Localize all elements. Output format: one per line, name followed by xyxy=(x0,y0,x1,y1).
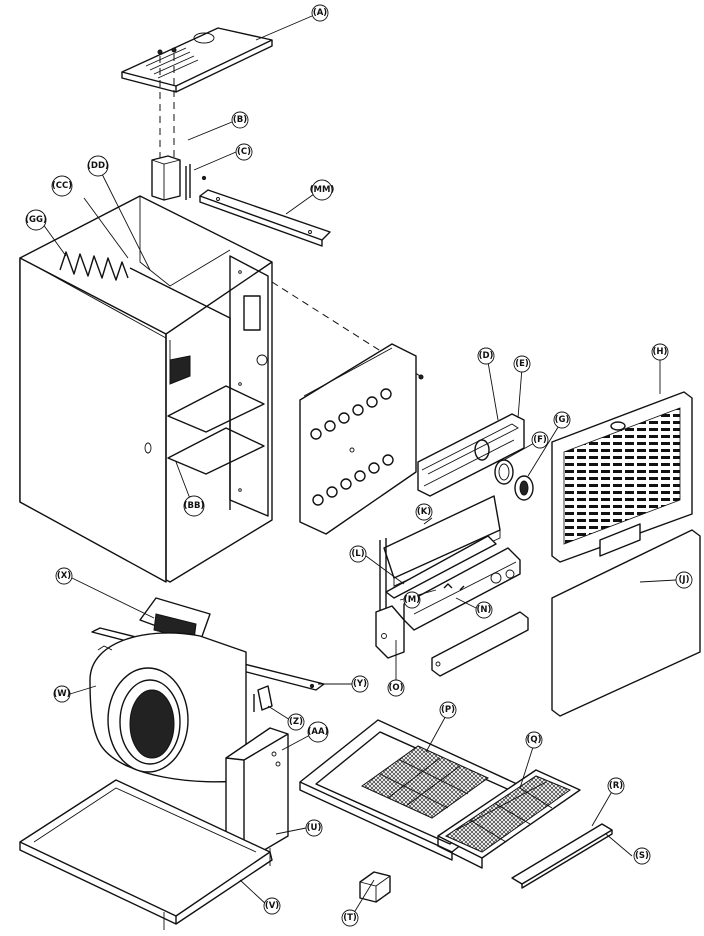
callout-y-label: (Y) xyxy=(353,679,367,689)
callout-e: (E) xyxy=(513,355,531,373)
callout-r-label: (R) xyxy=(609,781,623,791)
callout-s-label: (S) xyxy=(635,851,649,861)
callout-m-label: (M) xyxy=(404,595,420,605)
blower-housing-part-w xyxy=(89,632,247,783)
callout-m: (M) xyxy=(403,591,421,609)
callout-c-label: (C) xyxy=(237,147,251,157)
callout-h: (H) xyxy=(651,343,669,361)
callout-cc-label: (CC) xyxy=(52,181,72,191)
bracket-part-t xyxy=(359,871,391,903)
callout-a: (A) xyxy=(311,4,329,22)
rail-part-mm xyxy=(199,189,331,247)
top-panel-part-a xyxy=(121,27,273,93)
callout-o-label: (O) xyxy=(389,683,404,693)
callout-j-label: (J) xyxy=(679,575,690,585)
callout-mm-label: (MM) xyxy=(310,185,335,195)
callout-gg-label: (GG) xyxy=(25,215,47,225)
callout-l: (L) xyxy=(349,545,367,563)
callout-b: (B) xyxy=(231,111,249,129)
callout-mm: (MM) xyxy=(310,179,335,201)
callout-x-label: (X) xyxy=(57,571,71,581)
callout-f: (F) xyxy=(531,431,549,449)
callout-n-label: (N) xyxy=(477,605,492,615)
callout-q-label: (Q) xyxy=(527,735,542,745)
clip-part-z xyxy=(253,685,273,712)
callout-w-label: (W) xyxy=(53,689,70,699)
callout-bb: (BB) xyxy=(183,495,205,517)
callout-r: (R) xyxy=(607,777,625,795)
grille-door-part-h xyxy=(551,391,693,563)
callout-e-label: (E) xyxy=(515,359,529,369)
callout-o: (O) xyxy=(387,679,405,697)
callout-s: (S) xyxy=(633,847,651,865)
callout-v: (V) xyxy=(263,897,281,915)
callout-q: (Q) xyxy=(525,731,543,749)
collector-box-part-d xyxy=(417,413,525,497)
callout-j: (J) xyxy=(675,571,693,589)
callout-t-label: (T) xyxy=(343,913,357,923)
callout-f-label: (F) xyxy=(533,435,547,445)
callout-z: (Z) xyxy=(287,713,305,731)
callout-k: (K) xyxy=(415,503,433,521)
callout-t: (T) xyxy=(341,909,359,927)
callout-dd: (DD) xyxy=(87,155,109,177)
callout-p-label: (P) xyxy=(441,705,455,715)
cabinet xyxy=(19,195,273,583)
callout-l-label: (L) xyxy=(351,549,364,559)
callout-g-label: (G) xyxy=(555,415,570,425)
callout-k-label: (K) xyxy=(417,507,431,517)
burner-port-row xyxy=(310,388,394,506)
callout-b-label: (B) xyxy=(233,115,247,125)
callout-x: (X) xyxy=(55,567,73,585)
bracket-part-b xyxy=(151,155,207,201)
callout-p: (P) xyxy=(439,701,457,719)
callout-d-label: (D) xyxy=(479,351,494,361)
callout-v-label: (V) xyxy=(265,901,279,911)
callout-u-label: (U) xyxy=(307,823,322,833)
callout-w: (W) xyxy=(53,685,71,703)
leader-lines xyxy=(39,15,677,917)
callout-gg: (GG) xyxy=(25,209,47,231)
callout-h-label: (H) xyxy=(653,347,668,357)
heat-shield-part-gg xyxy=(59,251,129,281)
callout-z-label: (Z) xyxy=(289,717,303,727)
callout-cc: (CC) xyxy=(51,175,73,197)
filter-part-q xyxy=(437,769,581,869)
callout-aa: (AA) xyxy=(308,721,329,743)
burner-assembly xyxy=(375,495,529,677)
callout-bb-label: (BB) xyxy=(184,501,205,511)
callout-a-label: (A) xyxy=(313,8,327,18)
callout-g: (G) xyxy=(553,411,571,429)
vestibule-panel xyxy=(299,343,417,535)
callout-u: (U) xyxy=(305,819,323,837)
filter-rail-part-s xyxy=(511,823,613,889)
callout-dd-label: (DD) xyxy=(87,161,109,171)
callout-y: (Y) xyxy=(351,675,369,693)
callout-aa-label: (AA) xyxy=(308,727,329,737)
callout-n: (N) xyxy=(475,601,493,619)
lower-door-part-j xyxy=(551,529,701,717)
callout-c: (C) xyxy=(235,143,253,161)
callout-d: (D) xyxy=(477,347,495,365)
base-panel-part-v xyxy=(19,779,273,930)
